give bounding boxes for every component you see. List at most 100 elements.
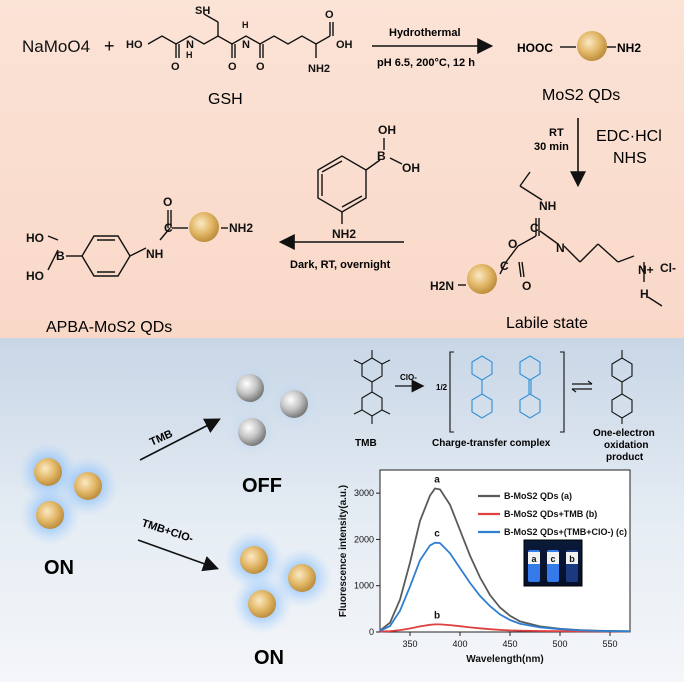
legend-entry-a: B-MoS2 QDs (a) — [504, 491, 572, 501]
svg-text:OH: OH — [336, 39, 353, 51]
plus-sign: + — [104, 36, 115, 56]
aminophenyl-atom-labels: B OH OH NH2 — [332, 123, 420, 241]
tmb-molecule — [353, 350, 391, 424]
rt-label: RT — [549, 127, 564, 139]
svg-text:HO: HO — [26, 231, 44, 245]
vial-cap-b — [566, 552, 578, 564]
qd-cluster-off — [224, 362, 320, 458]
charge-transfer-complex — [449, 351, 565, 433]
synthesis-panel — [0, 0, 684, 338]
gsh-label: GSH — [208, 91, 243, 108]
qd-cluster-on-2 — [224, 530, 332, 634]
reagent-text: NaMoO4 — [22, 37, 90, 56]
svg-text:H: H — [186, 50, 193, 60]
svg-text:B: B — [377, 149, 386, 163]
svg-text:SH: SH — [195, 5, 210, 17]
half-label: 1/2 — [436, 383, 448, 392]
peak-label-a: a — [434, 475, 440, 486]
off-label: OFF — [242, 475, 282, 497]
apba-label: APBA-MoS2 QDs — [46, 319, 172, 336]
svg-text:O: O — [522, 279, 531, 293]
labile-qd-sphere — [467, 264, 497, 294]
svg-text:O: O — [228, 61, 237, 73]
x-tick-label: 400 — [452, 639, 467, 649]
mos2-qd-label: MoS2 QDs — [542, 87, 620, 104]
svg-text:O: O — [325, 9, 334, 21]
series-line-c — [379, 541, 631, 633]
svg-text:NH2: NH2 — [332, 227, 356, 241]
svg-text:NH2: NH2 — [229, 221, 253, 235]
vial-cap-a — [528, 552, 540, 564]
apba-atom-labels: HO HO B NH C O NH2 — [26, 195, 253, 283]
legend-entry-c: B-MoS2 QDs+(TMB+ClO-) (c) — [504, 527, 627, 537]
hydrothermal-label: Hydrothermal — [389, 27, 461, 39]
plot-frame — [379, 469, 631, 633]
vial-cap-c — [547, 552, 559, 564]
svg-text:HO: HO — [126, 39, 143, 51]
product-name-2: oxidation — [604, 440, 648, 451]
nhs-label: NHS — [613, 150, 647, 167]
clo-label: ClO- — [400, 373, 417, 382]
complex-name: Charge-transfer complex — [432, 438, 551, 449]
svg-text:C: C — [530, 221, 539, 235]
svg-text:N+: N+ — [638, 263, 654, 277]
gsh-structure — [147, 13, 334, 58]
tmb-clo-arrow-label: TMB+ClO- — [140, 517, 195, 545]
svg-text:H: H — [242, 20, 249, 30]
vial-label-c: c — [550, 554, 555, 564]
svg-text:NaMoO4: NaMoO4 — [22, 37, 90, 56]
y-tick-label: 3000 — [354, 488, 374, 498]
qd-cluster-on — [18, 442, 118, 545]
peak-label-c: c — [434, 529, 440, 540]
aminophenyl-boronic-structure — [317, 138, 403, 224]
y-tick-label: 2000 — [354, 534, 374, 544]
reagent-namoo4: NaMoO4 — [22, 37, 90, 56]
svg-text:O: O — [508, 237, 517, 251]
y-axis-label: Fluorescence intensity(a.u.) — [338, 485, 349, 617]
svg-text:NH: NH — [146, 247, 163, 261]
rt-time-label: 30 min — [534, 141, 569, 153]
tmb-clo-arrow — [137, 539, 220, 572]
on-label: ON — [44, 557, 74, 579]
svg-text:B: B — [56, 249, 65, 263]
oxidation-product — [611, 350, 633, 424]
product-name-1: One-electron — [593, 428, 655, 439]
tmb-arrow — [139, 418, 221, 461]
edc-label: EDC·HCl — [596, 128, 662, 145]
x-tick-label: 350 — [402, 639, 417, 649]
svg-text:C: C — [164, 221, 173, 235]
x-tick-label: 550 — [602, 639, 617, 649]
labile-structure — [499, 171, 663, 307]
mos2-qd-sphere — [577, 31, 607, 61]
svg-text:N: N — [556, 241, 565, 255]
svg-text:H: H — [640, 287, 649, 301]
svg-text:HO: HO — [26, 269, 44, 283]
qd-nh2: NH2 — [617, 41, 641, 55]
peak-label-b: b — [434, 610, 440, 621]
svg-text:H2N: H2N — [430, 279, 454, 293]
equilibrium-arrows — [571, 380, 593, 393]
legend-entry-b: B-MoS2 QDs+TMB (b) — [504, 509, 597, 519]
x-tick-label: 500 — [552, 639, 567, 649]
svg-text:O: O — [256, 61, 265, 73]
svg-text:O: O — [163, 195, 172, 209]
svg-text:NH2: NH2 — [308, 63, 330, 75]
svg-text:Cl-: Cl- — [660, 261, 676, 275]
vial-label-b: b — [569, 554, 575, 564]
apba-qd-sphere — [189, 212, 219, 242]
conditions-label: pH 6.5, 200°C, 12 h — [377, 57, 475, 69]
svg-text:N: N — [186, 39, 194, 51]
tmb-name: TMB — [355, 438, 377, 449]
coupling-label: Dark, RT, overnight — [290, 259, 391, 271]
product-name-3: product — [606, 452, 644, 463]
apba-structure — [47, 210, 228, 277]
svg-text:O: O — [171, 61, 180, 73]
svg-text:OH: OH — [402, 161, 420, 175]
on2-label: ON — [254, 647, 284, 669]
svg-text:OH: OH — [378, 123, 396, 137]
svg-text:N: N — [242, 39, 250, 51]
labile-label: Labile state — [506, 315, 588, 332]
svg-text:NH: NH — [539, 199, 556, 213]
y-tick-label: 0 — [369, 627, 374, 637]
